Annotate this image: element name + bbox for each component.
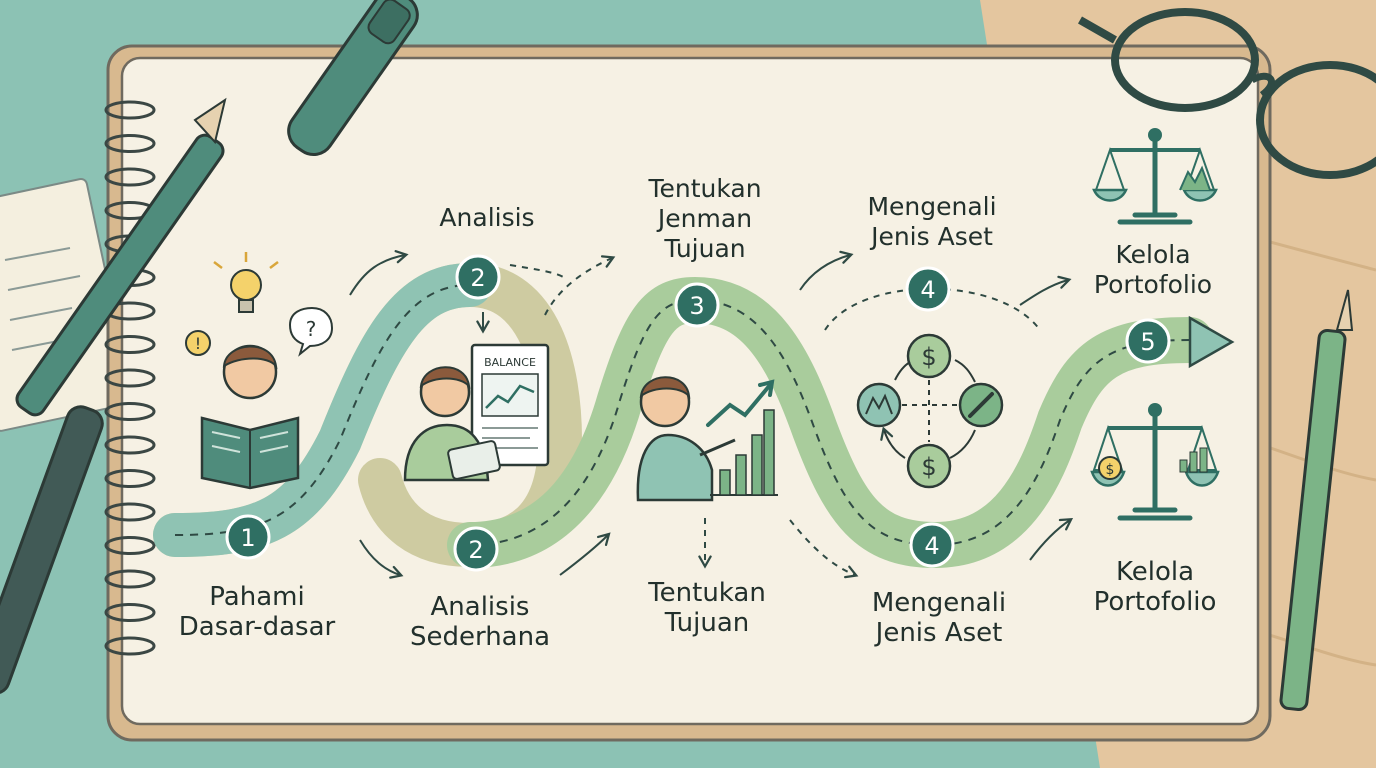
spiral-ring (104, 368, 156, 388)
svg-text:2: 2 (470, 264, 485, 292)
exclamation-bubble-icon: ! (185, 330, 211, 356)
glasses-icon (1078, 8, 1376, 179)
step-number-badge: 4 (905, 266, 951, 312)
scale-icon (1092, 128, 1218, 225)
step-label: Analisis Sederhana (409, 592, 551, 652)
step-number-badge: 1 (225, 514, 271, 560)
question-bubble-icon: ? (288, 306, 334, 357)
step-label: Mengenali Jenis Aset (871, 588, 1007, 648)
step-label: Tentukan Jenman Tujuan (648, 174, 762, 263)
pen-green (287, 0, 419, 157)
pen-dark (0, 405, 104, 695)
spiral-ring (104, 134, 156, 153)
step-number-badge: 2 (455, 254, 501, 300)
pen-pencil (15, 97, 227, 417)
spiral-ring (104, 469, 156, 488)
step-label: Analisis (439, 203, 535, 232)
balance-sheet-icon: BALANCE (470, 343, 550, 467)
spiral-ring (104, 435, 156, 455)
step-label: Mengenali Jenis Aset (867, 192, 997, 251)
flow-arrows (349, 250, 1074, 579)
svg-text:1: 1 (240, 524, 255, 552)
step-label: Tentukan Tujuan (648, 578, 766, 638)
growth-chart-icon (706, 379, 778, 496)
svg-text:!: ! (195, 334, 201, 353)
svg-text:5: 5 (1140, 328, 1155, 356)
step-number-badge: 5 (1125, 318, 1171, 364)
step-number-badge: 2 (453, 526, 499, 572)
spiral-ring (104, 100, 156, 120)
step-label: Kelola Portofolio (1093, 557, 1217, 617)
svg-text:$: $ (921, 453, 936, 481)
spiral-ring (104, 603, 156, 622)
asset-cycle-icon: $ $ (856, 333, 1004, 489)
step-badges: 1 2 2 3 4 4 5 (225, 254, 1171, 572)
spiral-ring (104, 536, 156, 555)
spiral-ring (104, 335, 156, 354)
svg-text:2: 2 (468, 536, 483, 564)
svg-text:4: 4 (924, 532, 939, 560)
svg-text:BALANCE: BALANCE (484, 356, 536, 369)
svg-text:3: 3 (689, 292, 704, 320)
svg-text:4: 4 (920, 276, 935, 304)
scale-with-coin-icon: $ (1090, 403, 1220, 521)
spiral-ring (104, 402, 156, 421)
step-number-badge: 4 (909, 522, 955, 568)
svg-text:$: $ (921, 343, 936, 371)
spiral-ring (104, 569, 156, 589)
step-label: Kelola Portofolio (1093, 240, 1213, 299)
spiral-ring (104, 167, 156, 187)
spiral-ring (104, 636, 156, 656)
spiral-ring (104, 502, 156, 522)
step-number-badge: 3 (674, 282, 720, 328)
lightbulb-icon (213, 252, 279, 313)
svg-text:$: $ (1106, 462, 1115, 478)
person-with-chart-icon (636, 376, 736, 502)
person-reading-icon: ! ? (185, 252, 334, 490)
pencil-right (1279, 289, 1354, 712)
step-label: Pahami Dasar-dasar (178, 582, 336, 642)
svg-text:?: ? (306, 317, 317, 341)
person-with-tablet-icon (403, 366, 501, 482)
